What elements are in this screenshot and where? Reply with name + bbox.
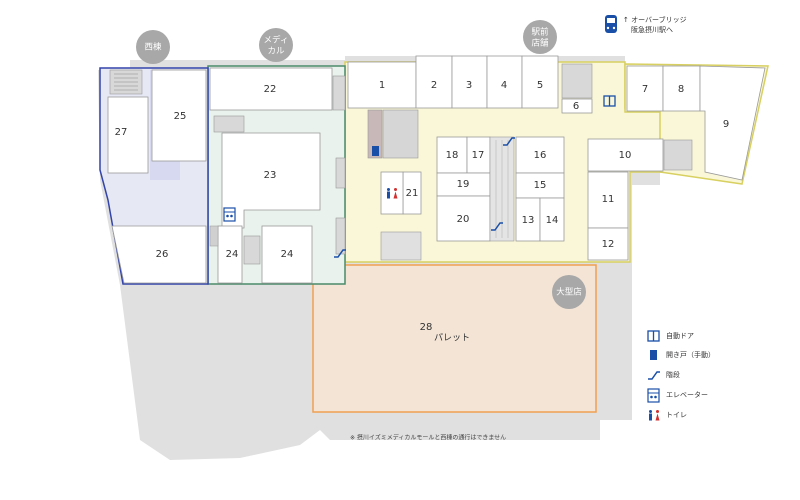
unit-21-label: 21 bbox=[406, 188, 419, 199]
unit-5-label: 5 bbox=[537, 80, 543, 91]
elevator-icon-medical bbox=[223, 207, 236, 222]
store-14[interactable] bbox=[539, 197, 565, 242]
back-room bbox=[382, 109, 419, 159]
escalator-icon-top bbox=[503, 137, 515, 146]
manual-door-icon bbox=[372, 146, 379, 156]
unit-14-label: 14 bbox=[546, 215, 559, 226]
pallet-label: パレット bbox=[434, 333, 470, 344]
legend: 自動ドア 開き戸（手動） 階段 エレベーター トイレ bbox=[647, 330, 715, 421]
store-27[interactable] bbox=[107, 96, 149, 174]
service-block bbox=[209, 225, 219, 247]
legend-auto-door: 自動ドア bbox=[666, 331, 694, 340]
zone-medical-label-2: カル bbox=[267, 47, 285, 57]
legend-elevator: エレベーター bbox=[666, 390, 708, 399]
stairs-medical-low bbox=[335, 217, 346, 255]
unit-18-label: 18 bbox=[446, 150, 459, 161]
stairs-west-lines bbox=[114, 73, 138, 91]
unit-16-label: 16 bbox=[534, 150, 547, 161]
store-22[interactable] bbox=[209, 67, 333, 111]
stairs-medical-top bbox=[332, 75, 346, 111]
zone-ekimae-label-2: 店舗 bbox=[531, 38, 549, 49]
unit-10-label: 10 bbox=[619, 150, 632, 161]
unit-24b-label: 24 bbox=[281, 249, 294, 260]
zone-west-label: 西棟 bbox=[144, 42, 162, 53]
elevator-block-center bbox=[380, 231, 422, 261]
unit-25-label: 25 bbox=[174, 111, 187, 122]
store-20[interactable] bbox=[436, 195, 491, 242]
legend-toilet-icon bbox=[649, 410, 660, 421]
zone-west-circle bbox=[136, 30, 170, 64]
store-4[interactable] bbox=[486, 55, 523, 109]
escalator-icon-medical bbox=[334, 249, 346, 258]
toilet-icon bbox=[387, 188, 398, 199]
legend-elevator-icon bbox=[647, 388, 660, 403]
store-26[interactable] bbox=[111, 225, 207, 284]
legend-manual-door-icon bbox=[650, 350, 657, 360]
unit-13-label: 13 bbox=[522, 215, 535, 226]
store-5[interactable] bbox=[521, 55, 559, 109]
unit-19-label: 19 bbox=[457, 179, 470, 190]
zone-daigata-circle bbox=[552, 275, 586, 309]
unit-3-label: 3 bbox=[466, 80, 472, 91]
escalator-lines bbox=[495, 140, 509, 238]
unit-1-label: 1 bbox=[379, 80, 385, 91]
store-2[interactable] bbox=[415, 55, 453, 109]
unit-8-label: 8 bbox=[678, 84, 684, 95]
stairs-medical-mid bbox=[335, 157, 346, 189]
store-3[interactable] bbox=[451, 55, 488, 109]
unit-26-label: 26 bbox=[156, 249, 169, 260]
unit-2-label: 2 bbox=[431, 80, 437, 91]
store-6[interactable] bbox=[561, 98, 593, 114]
stairs-station bbox=[561, 63, 593, 99]
unit-27-label: 27 bbox=[115, 127, 128, 138]
bridge-line2: 阪急摂川駅へ bbox=[631, 25, 673, 34]
zone-medical-circle bbox=[259, 28, 293, 62]
unit-17-label: 17 bbox=[472, 150, 485, 161]
auto-door-icon bbox=[603, 95, 616, 107]
stairs-medical-left bbox=[213, 115, 245, 133]
unit-23-label: 23 bbox=[264, 170, 277, 181]
pallet-area[interactable] bbox=[312, 264, 597, 413]
unit-24a-label: 24 bbox=[226, 249, 239, 260]
stairs-medical-inner bbox=[243, 235, 261, 265]
store-1[interactable] bbox=[347, 61, 417, 109]
zone-ekimae-circle bbox=[523, 20, 557, 54]
unit-6-label: 6 bbox=[573, 101, 579, 112]
legend-stairs-icon bbox=[648, 371, 660, 380]
store-18[interactable] bbox=[436, 136, 468, 174]
store-25[interactable] bbox=[151, 69, 207, 162]
store-15[interactable] bbox=[515, 172, 565, 199]
stairs-east bbox=[663, 139, 693, 171]
zone-ekimae-label-1: 駅前 bbox=[531, 27, 549, 38]
toilet-area bbox=[380, 171, 404, 215]
legend-stairs: 階段 bbox=[666, 370, 680, 379]
unit-9-label: 9 bbox=[723, 119, 729, 130]
store-24-small[interactable] bbox=[217, 225, 243, 284]
legend-toilet: トイレ bbox=[666, 411, 687, 419]
store-9[interactable] bbox=[699, 65, 766, 181]
escalator-icon-bottom bbox=[491, 222, 503, 231]
unit-4-label: 4 bbox=[501, 80, 507, 91]
unit-11-label: 11 bbox=[602, 194, 615, 205]
legend-auto-door-icon bbox=[647, 330, 660, 342]
unit-7-label: 7 bbox=[642, 84, 648, 95]
store-8[interactable] bbox=[662, 65, 701, 112]
unit-28-label: 28 bbox=[420, 322, 433, 333]
unit-20-label: 20 bbox=[457, 214, 470, 225]
legend-manual-door: 開き戸（手動） bbox=[666, 350, 715, 359]
unit-15-label: 15 bbox=[534, 180, 547, 191]
store-24-large[interactable] bbox=[261, 225, 313, 284]
store-7[interactable] bbox=[626, 65, 664, 112]
store-10[interactable] bbox=[587, 138, 664, 172]
train-icon bbox=[605, 15, 617, 33]
bridge-line1: ↑ オーバーブリッジ bbox=[623, 15, 687, 24]
zone-daigata-label: 大型店 bbox=[556, 287, 582, 298]
unit-12-label: 12 bbox=[602, 239, 615, 250]
unit-22-label: 22 bbox=[264, 84, 277, 95]
footnote: ※ 摂川イズミメディカルモールと西棟の通行はできません bbox=[350, 434, 506, 442]
store-12[interactable] bbox=[587, 227, 629, 261]
store-11[interactable] bbox=[587, 171, 629, 229]
zone-medical-label-1: メディ bbox=[264, 35, 289, 46]
